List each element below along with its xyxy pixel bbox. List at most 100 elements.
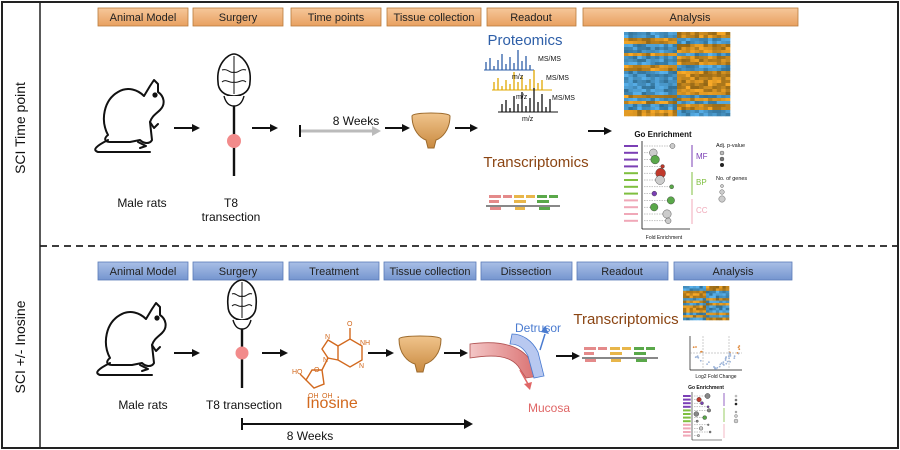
heatmap-cell [699,95,704,99]
heatmap-cell [654,89,660,93]
heatmap-cell [681,95,687,99]
heatmap-cell [716,110,722,114]
heatmap-cell [694,56,700,60]
heatmap-cell [628,68,634,72]
heatmap-cell [637,86,642,90]
heatmap-cell [707,95,713,99]
heatmap-cell [637,77,642,81]
heatmap-cell [715,307,720,311]
heatmap-cell [690,95,695,99]
heatmap-cell [668,86,673,90]
go-group-mf: MF [696,152,708,161]
heatmap-cell [725,92,731,96]
volcano-point [724,359,727,361]
heatmap-cell [725,86,731,90]
heatmap-cell [632,50,638,54]
heatmap-cell [637,62,642,66]
heatmap-cell [703,107,709,111]
heatmap-cell [628,71,634,75]
heatmap-cell [654,53,660,57]
heatmap-cell [637,65,642,69]
go-title-top: Go Enrichment [634,130,692,139]
heatmap-cell [659,32,665,36]
heatmap-cell [685,83,691,87]
heatmap-cell [712,92,718,96]
heatmap-cell [650,95,656,99]
heatmap-cell [690,35,695,39]
top-header-label: Readout [510,12,552,24]
go-legend-pvalue: Adj. p-value [716,143,745,149]
heatmap-cell [681,59,687,63]
heatmap-cell [699,317,704,321]
heatmap-cell [668,47,673,51]
heatmap-cell [706,295,710,299]
heatmap-cell [659,35,665,39]
heatmap-cell [725,113,731,117]
heatmap-cell [712,286,717,289]
heatmap-cell [641,95,647,99]
bottom-header-label: Animal Model [110,266,177,278]
heatmap-cell [699,32,704,36]
heatmap-cell [694,41,700,45]
heatmap-cell [659,41,665,45]
heatmap-cell [659,62,665,66]
heatmap-cell [654,80,660,84]
heatmap-cell [690,98,695,102]
heatmap-cell [712,98,718,102]
heatmap-cell [641,107,647,111]
heatmap-cell [672,56,678,60]
heatmap-cell [699,47,704,51]
heatmap-cell [709,295,713,299]
heatmap-cell [659,77,665,81]
heatmap-cell [624,101,629,105]
heatmap-cell [702,315,707,318]
heatmap-cell [699,286,704,289]
heatmap-cell [681,38,687,42]
heatmap-cell [646,83,651,87]
heatmap-cell [725,59,731,63]
heatmap-cell [690,104,695,108]
heatmap-cell [624,89,629,93]
heatmap-cell [715,312,720,316]
heatmap-cell [650,35,656,39]
heatmap-cell [715,317,720,321]
heatmap-cell [725,315,730,318]
heatmap-cell [694,110,700,114]
heatmap-cell [702,303,707,306]
heatmap-cell [690,107,695,111]
heatmap-cell [659,68,665,72]
heatmap-cell [650,107,656,111]
heatmap-cell [632,41,638,45]
heatmap-cell [690,80,695,84]
heatmap-cell [707,50,713,54]
heatmap-cell [650,50,656,54]
heatmap-cell [637,89,642,93]
rat-illustration-top [94,79,165,153]
heatmap-cell [699,71,704,75]
heatmap-cell [668,65,673,69]
heatmap-cell [637,44,642,48]
heatmap-cell [690,113,695,117]
heatmap-cell [654,92,660,96]
heatmap-cell [702,312,707,316]
heatmap-cell [725,312,730,316]
heatmap-cell [685,32,691,36]
heatmap-cell [681,86,687,90]
heatmap-cell [712,303,717,306]
heatmap-cell [716,68,722,72]
heatmap-cell [721,68,726,72]
heatmap-cell [654,35,660,39]
heatmap-cell [637,74,642,78]
heatmap-cell [725,89,731,93]
go-term-label [683,420,691,423]
top-header-row: Animal Model Surgery Time points Tissue … [97,7,799,27]
bottom-header-row: Animal Model Surgery Treatment Tissue co… [97,261,793,281]
volcano-point [728,357,730,360]
brain-spinal-cord-top [217,53,251,176]
heatmap-cell [694,71,700,75]
heatmap-cell [699,41,704,45]
heatmap-cell [637,71,642,75]
heatmap-cell [707,74,713,78]
heatmap-cell [641,113,647,117]
